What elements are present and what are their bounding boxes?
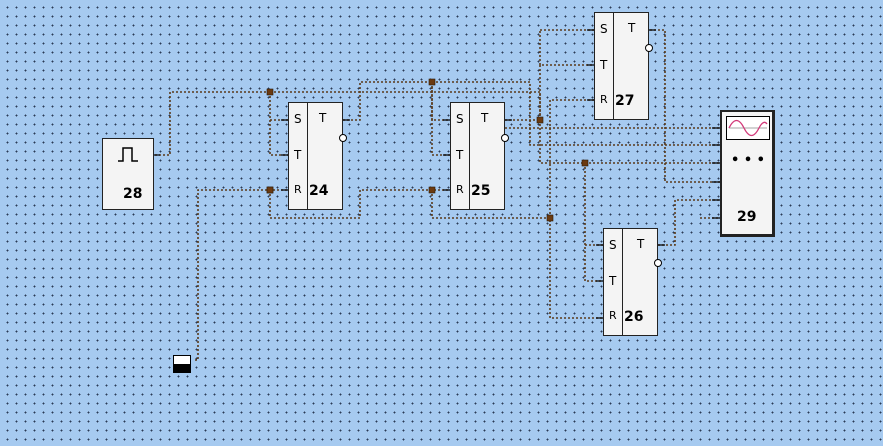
block-number: 29 bbox=[737, 209, 757, 225]
node bbox=[536, 116, 544, 124]
input-label-r: R bbox=[609, 309, 617, 322]
wire-26-out bbox=[658, 199, 720, 246]
input-label-r: R bbox=[456, 183, 464, 196]
node bbox=[428, 78, 436, 86]
wire-reset-switch bbox=[195, 189, 288, 361]
node bbox=[266, 88, 274, 96]
input-label-t: T bbox=[600, 58, 608, 72]
input-label-t: T bbox=[609, 274, 617, 288]
wire-25-out bbox=[505, 64, 594, 121]
wire-24-scope bbox=[432, 81, 720, 146]
trigger-block-27[interactable]: S T R T 27 bbox=[594, 12, 649, 120]
output-label-t: T bbox=[481, 111, 489, 125]
wire-25-r27 bbox=[549, 99, 594, 218]
inverted-output-bubble bbox=[339, 134, 347, 142]
node bbox=[266, 186, 274, 194]
input-label-s: S bbox=[609, 238, 617, 252]
trigger-block-25[interactable]: S T R T 25 bbox=[450, 102, 505, 210]
sine-wave-icon bbox=[726, 116, 770, 140]
scope-block[interactable]: • • • 29 bbox=[720, 110, 775, 237]
block-number: 25 bbox=[471, 183, 491, 199]
pulse-icon bbox=[118, 147, 138, 162]
input-label-t: T bbox=[294, 148, 302, 162]
output-label-t: T bbox=[319, 111, 327, 125]
input-label-t: T bbox=[456, 148, 464, 162]
inverted-output-bubble bbox=[645, 44, 653, 52]
block-number: 28 bbox=[123, 186, 143, 202]
input-label-r: R bbox=[600, 93, 608, 106]
node bbox=[428, 186, 436, 194]
node bbox=[581, 159, 589, 167]
output-label-t: T bbox=[628, 21, 636, 35]
block-number: 26 bbox=[624, 309, 644, 325]
input-label-s: S bbox=[600, 22, 608, 36]
input-label-s: S bbox=[456, 112, 464, 126]
reset-switch[interactable] bbox=[173, 355, 191, 373]
output-label-t: T bbox=[637, 237, 645, 251]
node bbox=[546, 214, 554, 222]
input-label-s: S bbox=[294, 112, 302, 126]
block-number: 27 bbox=[615, 93, 635, 109]
input-label-r: R bbox=[294, 183, 302, 196]
wire-generator-clock bbox=[155, 91, 270, 156]
generator-block[interactable]: 28 bbox=[102, 138, 154, 210]
inverted-output-bubble bbox=[654, 259, 662, 267]
block-number: 24 bbox=[309, 183, 329, 199]
wire-clock-t24 bbox=[269, 92, 288, 156]
inverted-output-bubble bbox=[501, 134, 509, 142]
trigger-block-26[interactable]: S T R T 26 bbox=[603, 228, 658, 336]
scope-dots: • • • bbox=[731, 153, 765, 168]
trigger-block-24[interactable]: S T R T 24 bbox=[288, 102, 343, 210]
